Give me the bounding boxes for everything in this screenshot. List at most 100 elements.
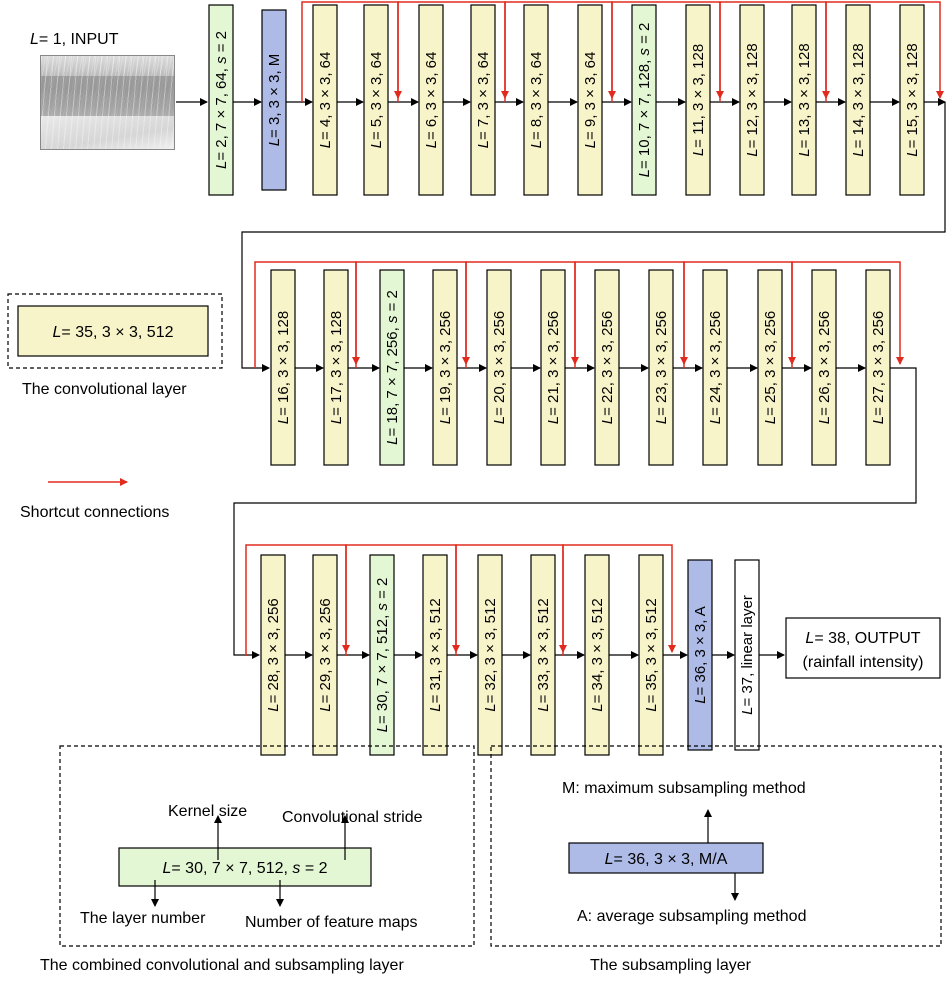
- layer-label: L= 36, 3 × 3, A: [692, 606, 709, 704]
- layer-label: L= 29, 3 × 3, 256: [317, 598, 334, 711]
- layer-box-rect: [432, 269, 458, 466]
- layer-box-rect: [899, 4, 925, 196]
- layer-box: L= 19, 3 × 3, 256: [432, 269, 458, 466]
- layer-box-rect: [363, 4, 389, 196]
- layer-box: L= 36, 3 × 3, A: [687, 559, 713, 751]
- layer-box: L= 2, 7 × 7, 64, s = 2: [208, 4, 234, 196]
- input-image: [40, 55, 175, 150]
- layer-box: L= 30, 7 × 7, 512, s = 2: [369, 554, 395, 756]
- layer-box: L= 34, 3 × 3, 512: [584, 554, 610, 756]
- layer-box: L= 12, 3 × 3, 128: [739, 4, 765, 196]
- layer-box-rect: [594, 269, 620, 466]
- layer-box-rect: [577, 4, 603, 196]
- layer-box: L= 25, 3 × 3, 256: [757, 269, 783, 466]
- legend-shortcut: Shortcut connections: [20, 478, 169, 521]
- layer-label: L= 24, 3 × 3, 256: [707, 311, 724, 424]
- layer-box-rect: [261, 9, 287, 191]
- layer-label: L= 17, 3 × 3, 128: [328, 311, 345, 424]
- layer-box: L= 22, 3 × 3, 256: [594, 269, 620, 466]
- layer-box: L= 11, 3 × 3, 128: [685, 4, 711, 196]
- layer-box: L= 3, 3 × 3, M: [261, 9, 287, 191]
- layer-box-rect: [418, 4, 444, 196]
- layer-label: L= 5, 3 × 3, 64: [368, 52, 385, 149]
- layer-box: L= 20, 3 × 3, 256: [486, 269, 512, 466]
- layer-label: L= 30, 7 × 7, 512, s = 2: [374, 578, 391, 733]
- layer-box: L= 7, 3 × 3, 64: [470, 4, 496, 196]
- layer-box-rect: [530, 554, 556, 756]
- layer-box-rect: [584, 554, 610, 756]
- legend-conv-box-text: L= 35, 3 × 3, 512: [53, 324, 174, 341]
- layer-box-rect: [369, 554, 395, 756]
- layer-label: L= 14, 3 × 3, 128: [850, 43, 867, 156]
- legend-combined-box-text: L= 30, 7 × 7, 512, s = 2: [162, 860, 327, 877]
- layer-label: L= 20, 3 × 3, 256: [491, 311, 508, 424]
- layer-label: L= 8, 3 × 3, 64: [528, 52, 545, 149]
- layer-label: L= 19, 3 × 3, 256: [437, 311, 454, 424]
- layer-box: L= 13, 3 × 3, 128: [791, 4, 817, 196]
- layer-label: L= 34, 3 × 3, 512: [589, 598, 606, 711]
- layer-box-rect: [323, 269, 349, 466]
- layer-box: L= 15, 3 × 3, 128: [899, 4, 925, 196]
- layer-box-rect: [811, 269, 837, 466]
- layer-box-rect: [270, 269, 296, 466]
- layer-label: L= 18, 7 × 7, 256, s = 2: [384, 290, 401, 445]
- layer-box: L= 24, 3 × 3, 256: [702, 269, 728, 466]
- layer-box-rect: [845, 4, 871, 196]
- layer-box: L= 26, 3 × 3, 256: [811, 269, 837, 466]
- layer-box-rect: [312, 554, 338, 756]
- legend-subsampling: L= 36, 3 × 3, M/A M: maximum subsampling…: [490, 745, 942, 974]
- layer-box-rect: [477, 554, 503, 756]
- layer-box: L= 35, 3 × 3, 512: [638, 554, 664, 756]
- layer-box-rect: [486, 269, 512, 466]
- layer-box-rect: [757, 269, 783, 466]
- input-label: L= 1, INPUT: [30, 31, 119, 48]
- layer-box-rect: [865, 269, 891, 466]
- layer-label: L= 15, 3 × 3, 128: [904, 43, 921, 156]
- layer-label: L= 10, 7 × 7, 128, s = 2: [636, 23, 653, 178]
- layer-label: L= 32, 3 × 3, 512: [482, 598, 499, 711]
- layer-box-rect: [734, 559, 760, 751]
- legend-conv-caption: The convolutional layer: [22, 381, 187, 398]
- layer-box: L= 28, 3 × 3, 256: [260, 554, 286, 756]
- layer-box: L= 6, 3 × 3, 64: [418, 4, 444, 196]
- layer-box: L= 33, 3 × 3, 512: [530, 554, 556, 756]
- layer-box: L= 10, 7 × 7, 128, s = 2: [631, 4, 657, 196]
- layer-label: L= 7, 3 × 3, 64: [475, 52, 492, 149]
- legend-combined: L= 30, 7 × 7, 512, s = 2 Kernel size Con…: [40, 745, 475, 974]
- layer-box: L= 18, 7 × 7, 256, s = 2: [379, 269, 405, 466]
- layer-label: L= 35, 3 × 3, 512: [643, 598, 660, 711]
- flow-lines: [176, 98, 946, 659]
- layer-box-rect: [523, 4, 549, 196]
- layer-box: L= 37, linear layer: [734, 559, 760, 751]
- layer-label: L= 13, 3 × 3, 128: [796, 43, 813, 156]
- shortcut-arrow: [791, 261, 904, 368]
- legend-max-method: M: maximum subsampling method: [562, 780, 806, 797]
- layer-label: L= 16, 3 × 3, 128: [275, 311, 292, 424]
- layer-box: L= 31, 3 × 3, 512: [422, 554, 448, 756]
- layer-box-rect: [631, 4, 657, 196]
- layer-box-rect: [540, 269, 566, 466]
- layer-label: L= 23, 3 × 3, 256: [653, 311, 670, 424]
- layer-box-rect: [791, 4, 817, 196]
- layer-label: L= 2, 7 × 7, 64, s = 2: [213, 31, 230, 169]
- output-description: (rainfall intensity): [803, 654, 924, 671]
- layer-box-rect: [470, 4, 496, 196]
- legend-layer-number: The layer number: [80, 910, 206, 927]
- shortcut-arrow: [825, 1, 944, 102]
- layer-box-rect: [379, 269, 405, 466]
- layer-label: L= 26, 3 × 3, 256: [816, 311, 833, 424]
- layer-box: L= 21, 3 × 3, 256: [540, 269, 566, 466]
- layer-label: L= 27, 3 × 3, 256: [870, 311, 887, 424]
- layer-label: L= 6, 3 × 3, 64: [423, 52, 440, 149]
- layer-box-rect: [312, 4, 338, 196]
- layer-label: L= 25, 3 × 3, 256: [762, 311, 779, 424]
- layer-label: L= 3, 3 × 3, M: [266, 54, 283, 147]
- layer-box: L= 14, 3 × 3, 128: [845, 4, 871, 196]
- legend-avg-method: A: average subsampling method: [577, 908, 806, 925]
- layer-label: L= 31, 3 × 3, 512: [427, 598, 444, 711]
- legend-feature-maps: Number of feature maps: [245, 914, 418, 931]
- output-node: L= 38, OUTPUT (rainfall intensity): [785, 617, 941, 679]
- layer-label: L= 12, 3 × 3, 128: [744, 43, 761, 156]
- shortcut-arrow: [562, 544, 676, 656]
